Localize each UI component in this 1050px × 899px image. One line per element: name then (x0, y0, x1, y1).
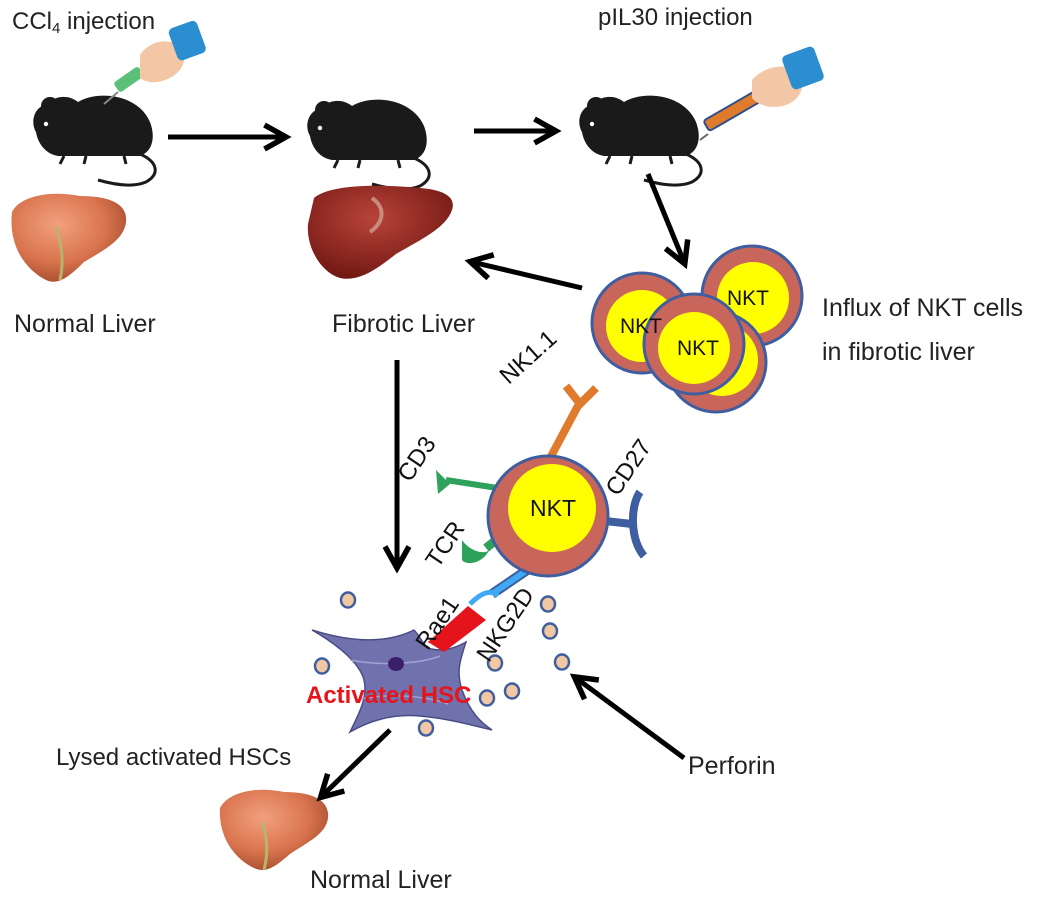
arrow (645, 173, 691, 270)
perforin-label: Perforin (688, 752, 776, 780)
activated-hsc-label: Activated HSC (306, 682, 472, 709)
influx-label-line2: in fibrotic liver (822, 338, 975, 366)
perforin-granule (417, 719, 435, 737)
perforin-granule (313, 657, 331, 675)
syringe-hand-icon (699, 46, 824, 141)
normal-liver-icon (11, 193, 127, 282)
perforin-granule (541, 622, 559, 640)
arrow (569, 673, 686, 761)
nkt-label: NKT (530, 495, 576, 521)
perforin-granule (339, 591, 357, 609)
arrow (316, 728, 392, 802)
nkt-cell-detail (428, 383, 648, 652)
perforin-granule (478, 689, 496, 707)
nkt-label: NKT (677, 337, 719, 360)
mouse-icon (307, 99, 431, 191)
influx-label-line1: Influx of NKT cells (822, 294, 1024, 322)
mouse-icon (33, 95, 157, 187)
ccl4-suffix: injection (60, 8, 156, 35)
ccl4-injection-label: CCl4 injection (12, 8, 156, 37)
perforin-granule (503, 682, 521, 700)
arrows (168, 116, 691, 802)
perforin-granules (313, 591, 571, 737)
fibrotic-liver-label: Fibrotic Liver (332, 310, 476, 338)
normal-liver-icon (219, 789, 329, 871)
syringe-hand-icon (103, 20, 206, 105)
ccl4-subscript: 4 (52, 20, 61, 37)
perforin-granule (539, 595, 557, 613)
mouse-icon (579, 95, 703, 187)
nkt-cell-cluster (590, 244, 804, 414)
ccl4-prefix: CCl (12, 8, 52, 35)
perforin-granule (486, 654, 504, 672)
nkt-label: NKT (727, 287, 769, 310)
lysed-hsc-label: Lysed activated HSCs (56, 744, 292, 771)
activated-hsc-cell (311, 629, 493, 734)
fibrotic-liver-icon (307, 185, 453, 279)
perforin-granule (553, 653, 571, 671)
arrow (464, 252, 583, 291)
normal-liver-label: Normal Liver (14, 310, 156, 338)
normal-liver-label: Normal Liver (310, 866, 452, 894)
pil30-injection-label: pIL30 injection (598, 4, 753, 31)
nkt-label: NKT (620, 315, 662, 338)
hsc-nucleus (388, 657, 404, 671)
